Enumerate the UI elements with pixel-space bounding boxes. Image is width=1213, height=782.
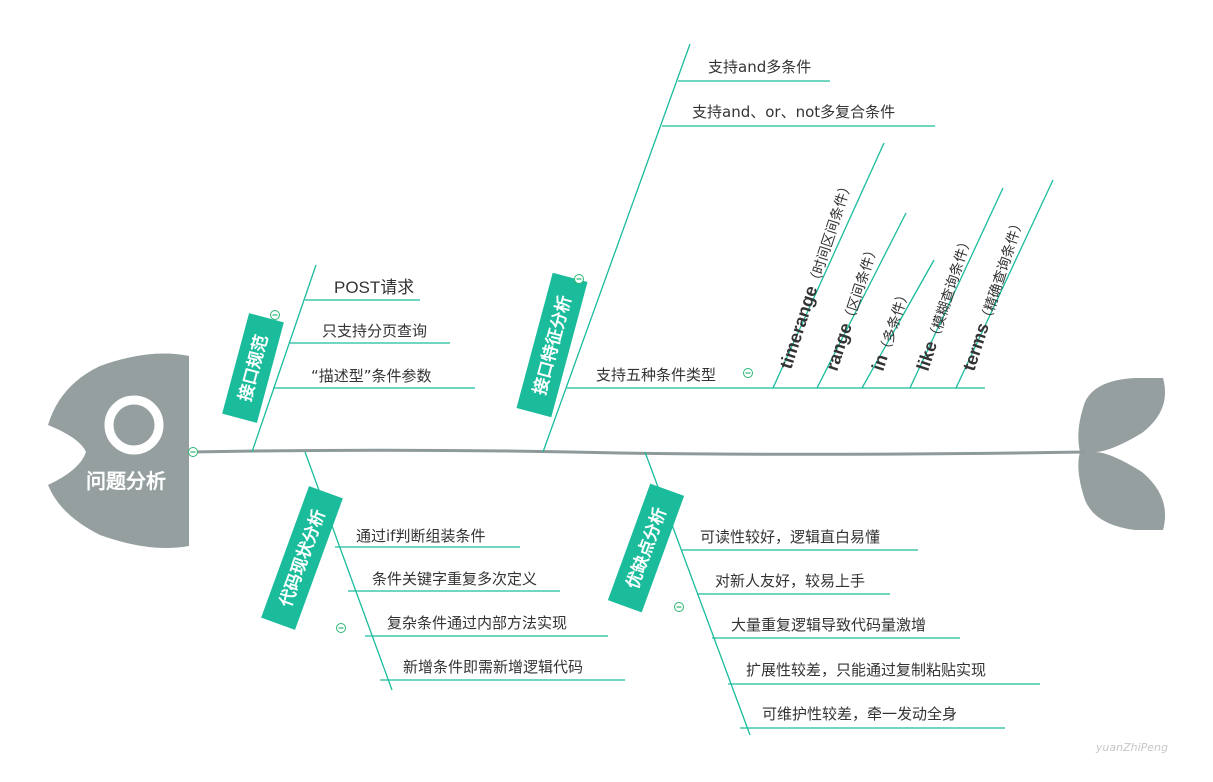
status-item-1: 条件关键字重复多次定义 [372, 570, 537, 588]
fish-head[interactable]: 问题分析 [48, 353, 189, 548]
topic-features[interactable]: 接口特征分析 [516, 272, 588, 418]
collapse-toggle-icon[interactable] [743, 368, 753, 378]
collapse-toggle-icon[interactable] [270, 310, 280, 320]
topic-pros-cons[interactable]: 优缺点分析 [607, 483, 685, 613]
pros-cons-item-4: 可维护性较差，牵一发动全身 [762, 705, 957, 723]
pros-cons-item-0: 可读性较好，逻辑直白易懂 [700, 528, 880, 546]
features-types-label: 支持五种条件类型 [596, 366, 716, 384]
collapse-toggle-icon[interactable] [574, 274, 584, 284]
branch-status: 代码现状分析 通过if判断组装条件 条件关键字重复多次定义 复杂条件通过内部方法… [261, 451, 625, 691]
status-item-3: 新增条件即需新增逻辑代码 [403, 658, 583, 676]
head-title: 问题分析 [86, 469, 166, 493]
pros-cons-item-3: 扩展性较差，只能通过复制粘贴实现 [746, 661, 986, 679]
branch-pros-cons: 优缺点分析 可读性较好，逻辑直白易懂 对新人友好，较易上手 大量重复逻辑导致代码… [607, 451, 1040, 736]
spec-item-0: POST请求 [334, 278, 414, 297]
branch-spec: 接口规范 POST请求 只支持分页查询 “描述型”条件参数 [222, 264, 475, 453]
status-item-0: 通过if判断组装条件 [356, 527, 485, 545]
spec-item-1: 只支持分页查询 [322, 322, 427, 340]
topic-spec[interactable]: 接口规范 [222, 313, 284, 423]
collapse-toggle-icon[interactable] [188, 447, 198, 457]
pros-cons-item-1: 对新人友好，较易上手 [715, 572, 865, 590]
collapse-toggle-icon[interactable] [336, 623, 346, 633]
condition-type-in: in（多条件） [868, 285, 914, 373]
watermark: yuanZhiPeng [1095, 741, 1168, 754]
spec-item-2: “描述型”条件参数 [311, 367, 432, 385]
topic-status[interactable]: 代码现状分析 [261, 486, 343, 630]
features-item-0: 支持and多条件 [708, 58, 811, 76]
fish-tail [1078, 378, 1166, 530]
pros-cons-item-2: 大量重复逻辑导致代码量激增 [731, 616, 926, 634]
status-item-2: 复杂条件通过内部方法实现 [387, 614, 567, 632]
collapse-toggle-icon[interactable] [674, 602, 684, 612]
features-item-1: 支持and、or、not多复合条件 [692, 103, 895, 121]
branch-features: 接口特征分析 支持and多条件 支持and、or、not多复合条件 支持五种条件… [516, 43, 1054, 453]
fish-spine [189, 448, 1086, 456]
fish-eye-icon [104, 395, 164, 455]
